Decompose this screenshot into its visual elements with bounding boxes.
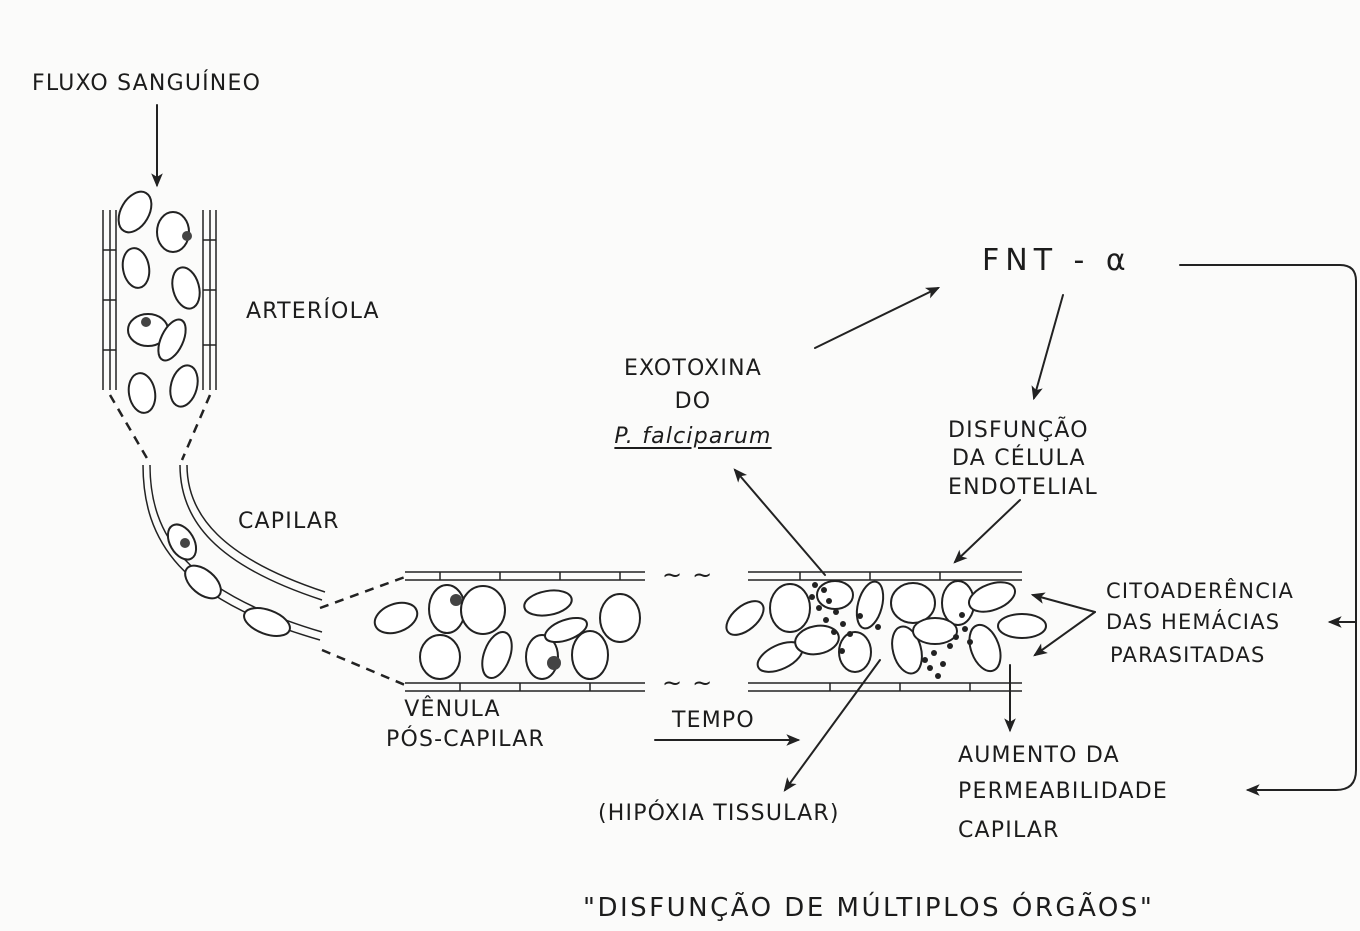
venule-gap-mark-top: ~ ~	[662, 561, 714, 589]
capillary-red-cells	[166, 523, 291, 637]
label-permeability-2: PERMEABILIDADE	[958, 779, 1168, 804]
venule-connector-top	[319, 575, 406, 610]
label-exotoxin-1: EXOTOXINA	[623, 356, 763, 381]
label-time: TEMPO	[672, 708, 755, 733]
label-dysfunction-2: DA CÉLULA	[952, 446, 1086, 471]
arrow-to-exotoxin	[733, 468, 826, 576]
label-venule-2: PÓS-CAPILAR	[386, 727, 545, 752]
arrow-cytoadherence-bottom	[1033, 611, 1096, 657]
venule-walls-early	[405, 571, 645, 692]
venule-walls-late	[748, 571, 1022, 692]
arrow-fnt-to-dysfunction	[1031, 294, 1064, 401]
arrow-fnt-to-permeability	[1179, 264, 1357, 796]
label-dysfunction-1: DISFUNÇÃO	[948, 418, 1089, 443]
arteriole-taper-left	[108, 394, 150, 461]
venule-red-cells-early	[373, 584, 641, 680]
label-capillary: CAPILAR	[238, 509, 340, 534]
label-permeability-3: CAPILAR	[958, 818, 1060, 843]
label-exotoxin-3: P. falciparum	[614, 424, 772, 449]
parasite-dots	[809, 582, 973, 679]
arteriole-red-cells	[117, 190, 201, 414]
label-exotoxin-2: DO	[674, 389, 712, 414]
label-cytoadherence-1: CITOADERÊNCIA	[1106, 579, 1295, 603]
arrow-to-endothelium	[953, 499, 1021, 564]
label-arteriole: ARTERÍOLA	[246, 299, 380, 324]
venule-red-cells-late	[725, 580, 1047, 675]
arrow-exotoxin-to-fnt	[814, 286, 941, 349]
label-cytoadherence-3: PARASITADAS	[1110, 643, 1266, 667]
label-cytoadherence-2: DAS HEMÁCIAS	[1106, 610, 1281, 634]
arteriole-walls	[102, 210, 217, 390]
label-dysfunction-3: ENDOTELIAL	[948, 475, 1099, 500]
arrow-to-hypoxia	[783, 659, 881, 792]
label-venule-1: VÊNULA	[404, 697, 501, 722]
arteriole-taper-right	[180, 394, 212, 461]
label-permeability-1: AUMENTO DA	[958, 743, 1120, 768]
label-fnt-alpha: FNT - α	[982, 243, 1132, 278]
venule-connector-bottom	[321, 648, 406, 687]
arrows	[151, 104, 1357, 796]
label-hypoxia: (HIPÓXIA TISSULAR)	[598, 801, 840, 826]
capillary-walls	[142, 464, 326, 641]
venule-gap-mark-bottom: ~ ~	[662, 669, 714, 697]
footer-caption: "DISFUNÇÃO DE MÚLTIPLOS ÓRGÃOS"	[583, 893, 1155, 923]
label-blood-flow: FLUXO SANGUÍNEO	[32, 71, 262, 96]
arrow-cytoadherence-top	[1030, 592, 1096, 613]
